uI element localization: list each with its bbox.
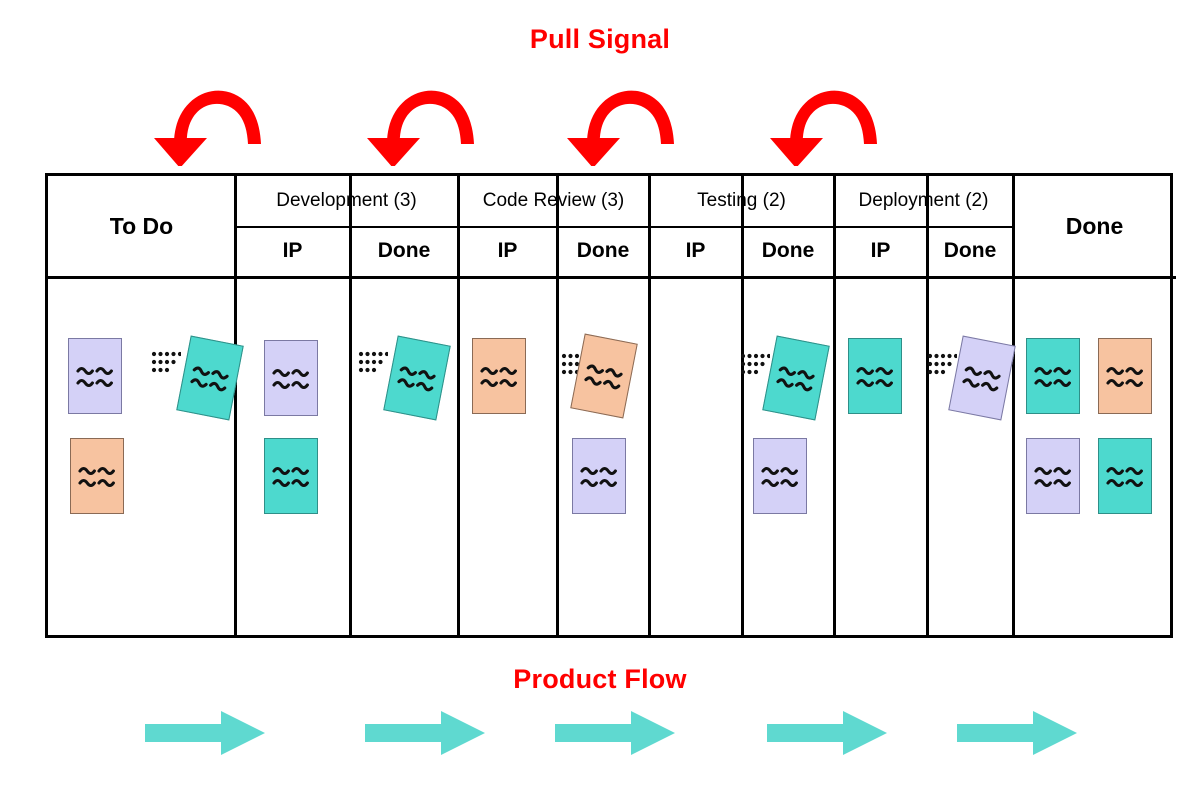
column-divider-6 xyxy=(741,176,744,635)
pull-signal-arrow-2 xyxy=(355,76,485,166)
stage-header-testing-2: Testing (2) xyxy=(697,190,786,211)
pull-signal-arrow-3 xyxy=(555,76,685,166)
kanban-card-development-ip-5[interactable] xyxy=(264,438,318,514)
pull-signal-arrow-1 xyxy=(142,76,272,166)
column-divider-4 xyxy=(556,176,559,635)
product-flow-arrow-3 xyxy=(553,708,677,758)
card-motion-trail-5 xyxy=(927,352,957,376)
kanban-card-to-do-1[interactable] xyxy=(68,338,122,414)
column-divider-9 xyxy=(1012,176,1015,635)
column-divider-7 xyxy=(833,176,836,635)
kanban-card-development-ip-4[interactable] xyxy=(264,340,318,416)
subcolumn-header-code-review-3-done: Done xyxy=(576,239,630,262)
kanban-card-deployment-done-13[interactable] xyxy=(948,335,1016,421)
subcolumn-header-code-review-3-ip: IP xyxy=(497,239,518,262)
kanban-card-to-do-moving-3[interactable] xyxy=(176,335,244,421)
product-flow-arrow-4 xyxy=(765,708,889,758)
product-flow-arrow-1 xyxy=(143,708,267,758)
kanban-card-deployment-ip-12[interactable] xyxy=(848,338,902,414)
stage-header-deployment-2: Deployment (2) xyxy=(858,190,989,211)
stage-header-code-review-3: Code Review (3) xyxy=(482,190,625,211)
column-divider-5 xyxy=(648,176,651,635)
subcolumn-header-deployment-2-done: Done xyxy=(943,239,997,262)
header-body-divider xyxy=(48,276,1176,279)
product-flow-title: Product Flow xyxy=(513,664,687,694)
subcolumn-header-deployment-2-ip: IP xyxy=(870,239,891,262)
kanban-card-final-done-15[interactable] xyxy=(1098,338,1152,414)
kanban-card-code-review-done-8[interactable] xyxy=(570,333,638,419)
kanban-card-final-done-17[interactable] xyxy=(1098,438,1152,514)
kanban-card-testing-done-11[interactable] xyxy=(753,438,807,514)
column-header-to-do: To Do xyxy=(109,212,174,239)
subcolumn-header-testing-2-done: Done xyxy=(761,239,815,262)
card-motion-trail-4 xyxy=(740,352,770,376)
kanban-board: To Do Done Development (3) IP Done Code Revie… xyxy=(45,173,1176,638)
column-divider-3 xyxy=(457,176,460,635)
subcolumn-header-development-3-done: Done xyxy=(377,239,431,262)
subcolumn-header-development-3-ip: IP xyxy=(282,239,303,262)
kanban-card-code-review-done-9[interactable] xyxy=(572,438,626,514)
column-divider-8 xyxy=(926,176,929,635)
stage-subheader-divider xyxy=(235,226,1013,228)
column-header-done: Done xyxy=(1065,212,1124,239)
kanban-card-final-done-14[interactable] xyxy=(1026,338,1080,414)
stage-header-development-3: Development (3) xyxy=(276,190,417,211)
kanban-card-testing-done-10[interactable] xyxy=(762,335,830,421)
column-divider-1 xyxy=(234,176,237,635)
pull-signal-arrow-4 xyxy=(758,76,888,166)
column-divider-2 xyxy=(349,176,352,635)
product-flow-arrow-2 xyxy=(363,708,487,758)
subcolumn-header-testing-2-ip: IP xyxy=(685,239,706,262)
kanban-card-final-done-16[interactable] xyxy=(1026,438,1080,514)
kanban-card-code-review-ip-7[interactable] xyxy=(472,338,526,414)
product-flow-arrow-5 xyxy=(955,708,1079,758)
kanban-card-development-done-6[interactable] xyxy=(383,335,451,421)
pull-signal-title: Pull Signal xyxy=(529,24,671,54)
card-motion-trail-1 xyxy=(151,350,181,374)
kanban-card-to-do-2[interactable] xyxy=(70,438,124,514)
card-motion-trail-2 xyxy=(358,350,388,374)
